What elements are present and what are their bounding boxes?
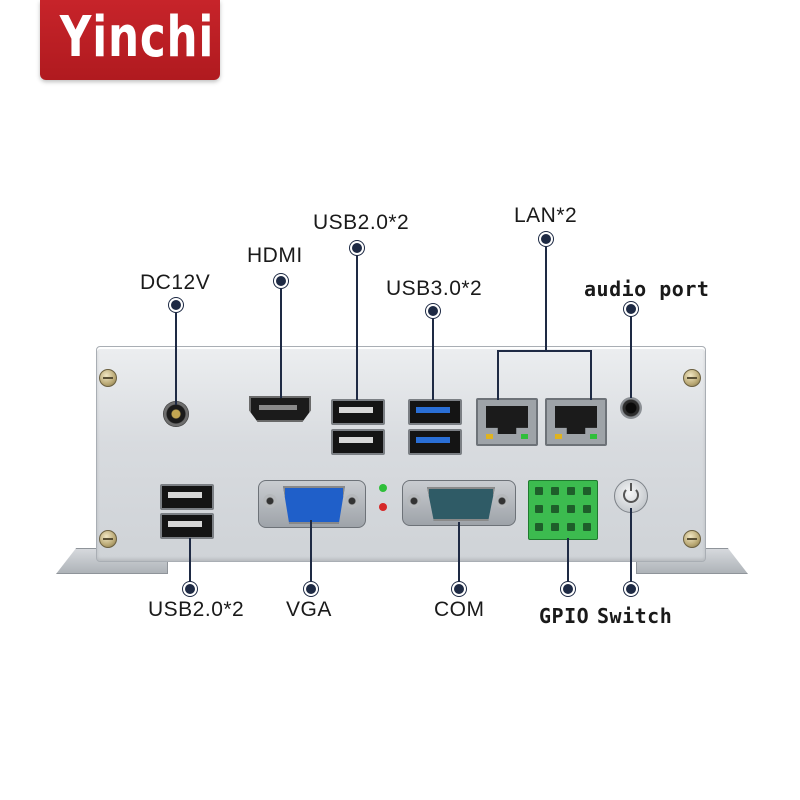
label-gpio: GPIO — [539, 604, 590, 628]
lan-port-1 — [476, 398, 538, 446]
callout-line-usb3 — [432, 310, 434, 400]
gpio-pin — [583, 523, 591, 531]
label-usb2-top: USB2.0*2 — [313, 211, 410, 234]
callout-dot-lan — [541, 234, 551, 244]
label-audio: audio port — [584, 277, 710, 301]
callout-line-usb2-top — [356, 248, 358, 400]
label-vga: VGA — [286, 598, 332, 621]
callout-line-vga — [310, 520, 312, 588]
status-led-green — [379, 484, 387, 492]
hdmi-port — [249, 396, 311, 422]
com-connector-face — [427, 487, 495, 521]
gpio-pin — [551, 523, 559, 531]
callout-line-hdmi — [280, 280, 282, 398]
callout-line-lan-1 — [497, 350, 499, 400]
label-com: COM — [434, 598, 485, 621]
usb2-port-top-2 — [331, 429, 385, 455]
callout-dot-usb2-bottom — [185, 584, 195, 594]
callout-line-lan-2 — [590, 350, 592, 400]
usb3-port-2 — [408, 429, 462, 455]
label-switch: Switch — [597, 604, 673, 628]
gpio-pin — [583, 505, 591, 513]
gpio-pin — [551, 487, 559, 495]
label-lan: LAN*2 — [514, 204, 578, 227]
callout-dot-hdmi — [276, 276, 286, 286]
gpio-pin — [567, 487, 575, 495]
callout-dot-usb2-top — [352, 243, 362, 253]
com-port — [402, 480, 516, 526]
callout-line-com — [458, 522, 460, 588]
gpio-terminal-block — [528, 480, 598, 540]
vga-port — [258, 480, 366, 528]
status-led-red — [379, 503, 387, 511]
vga-connector-face — [283, 486, 345, 524]
screw-bottom-right — [683, 530, 701, 548]
callout-dot-gpio — [563, 584, 573, 594]
brand-name: Yinchi — [59, 5, 215, 70]
callout-dot-audio — [626, 304, 636, 314]
lan-port-2-led-yellow — [555, 434, 562, 439]
callout-line-lan-branch — [497, 350, 591, 352]
com-screw-left — [407, 494, 421, 508]
lan-port-2 — [545, 398, 607, 446]
label-dc: DC12V — [140, 271, 211, 294]
power-button[interactable] — [614, 479, 648, 513]
gpio-pin — [567, 523, 575, 531]
com-screw-right — [495, 494, 509, 508]
gpio-pin — [583, 487, 591, 495]
audio-jack — [620, 397, 642, 419]
brand-logo: Yinchi — [40, 0, 220, 80]
usb2-port-bottom-2 — [160, 513, 214, 539]
lan-port-1-socket — [486, 406, 528, 434]
usb2-port-top-1 — [331, 399, 385, 425]
callout-line-switch — [630, 508, 632, 588]
screw-bottom-left — [99, 530, 117, 548]
screw-top-right — [683, 369, 701, 387]
gpio-pin — [551, 505, 559, 513]
power-icon — [623, 483, 639, 503]
gpio-pin — [535, 505, 543, 513]
label-usb2-bottom: USB2.0*2 — [148, 598, 245, 621]
label-usb3: USB3.0*2 — [386, 277, 483, 300]
label-hdmi: HDMI — [247, 244, 303, 267]
lan-port-2-led-green — [590, 434, 597, 439]
callout-dot-switch — [626, 584, 636, 594]
vga-screw-left — [263, 494, 277, 508]
lan-port-2-socket — [555, 406, 597, 434]
lan-port-1-led-yellow — [486, 434, 493, 439]
callout-line-usb2-bottom — [189, 538, 191, 588]
callout-dot-com — [454, 584, 464, 594]
gpio-pin — [535, 523, 543, 531]
callout-line-dc — [175, 305, 177, 405]
callout-line-gpio — [567, 538, 569, 588]
callout-line-audio — [630, 308, 632, 398]
callout-dot-vga — [306, 584, 316, 594]
callout-dot-usb3 — [428, 306, 438, 316]
gpio-pin — [535, 487, 543, 495]
vga-screw-right — [345, 494, 359, 508]
lan-port-1-led-green — [521, 434, 528, 439]
callout-dot-dc — [171, 300, 181, 310]
dc-power-jack — [163, 401, 189, 427]
usb3-port-1 — [408, 399, 462, 425]
usb2-port-bottom-1 — [160, 484, 214, 510]
screw-top-left — [99, 369, 117, 387]
callout-line-lan — [545, 238, 547, 351]
gpio-pin — [567, 505, 575, 513]
